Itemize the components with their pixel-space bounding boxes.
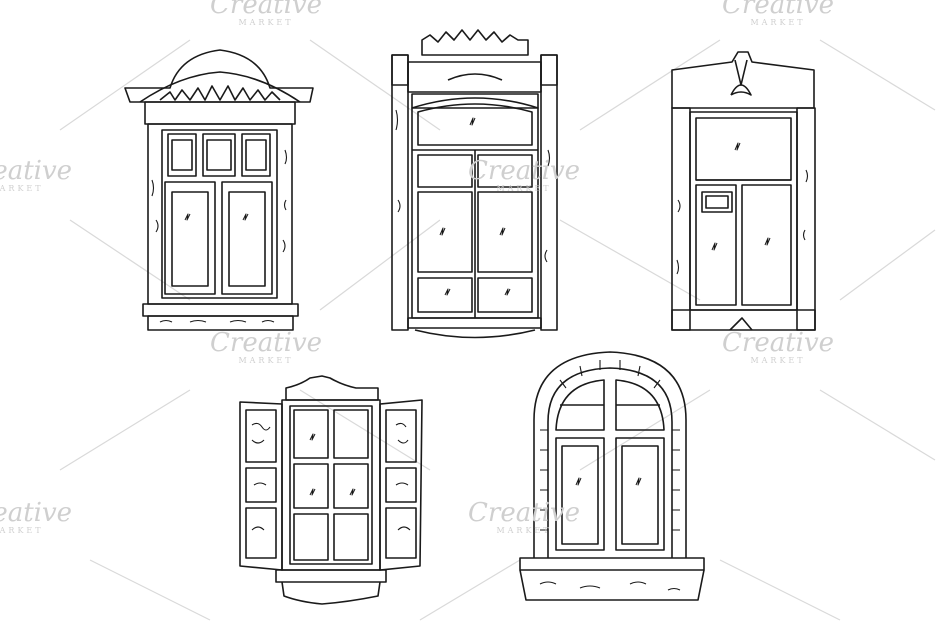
watermark-sub: MARKET [496, 526, 552, 535]
watermark-brand: Creative [0, 156, 73, 186]
window-carved-right [671, 51, 816, 331]
watermark-lines [59, 39, 936, 621]
watermark-brand: Creative [722, 0, 835, 20]
watermark-brand: Creative [210, 328, 323, 358]
window-crowned-tall [391, 29, 558, 339]
watermark-logo: Creative MARKET [722, 0, 834, 27]
watermark-logo: Creative MARKET [210, 0, 322, 27]
window-carved-arch [124, 49, 314, 331]
watermark-brand: Creative [210, 0, 323, 20]
watermark-brand: Creative [0, 498, 73, 528]
watermark-sub: MARKET [0, 184, 44, 193]
window-stone-arch [519, 351, 705, 601]
watermark-brand: Creative [468, 156, 581, 186]
watermark-logo: Creative MARKET [468, 158, 580, 193]
watermark-logo: Creative MARKET [0, 158, 72, 193]
window-with-shutters [239, 375, 423, 605]
watermark-sub: MARKET [750, 18, 806, 27]
watermark-logo: Creative MARKET [468, 500, 580, 535]
watermark-logo: Creative MARKET [210, 330, 322, 365]
watermark-sub: MARKET [238, 18, 294, 27]
watermark-logo: Creative MARKET [722, 330, 834, 365]
watermark-sub: MARKET [750, 356, 806, 365]
watermark-brand: Creative [722, 328, 835, 358]
watermark-sub: MARKET [0, 526, 44, 535]
watermark-sub: MARKET [496, 184, 552, 193]
watermark-sub: MARKET [238, 356, 294, 365]
watermark-logo: Creative MARKET [0, 500, 72, 535]
watermark-brand: Creative [468, 498, 581, 528]
